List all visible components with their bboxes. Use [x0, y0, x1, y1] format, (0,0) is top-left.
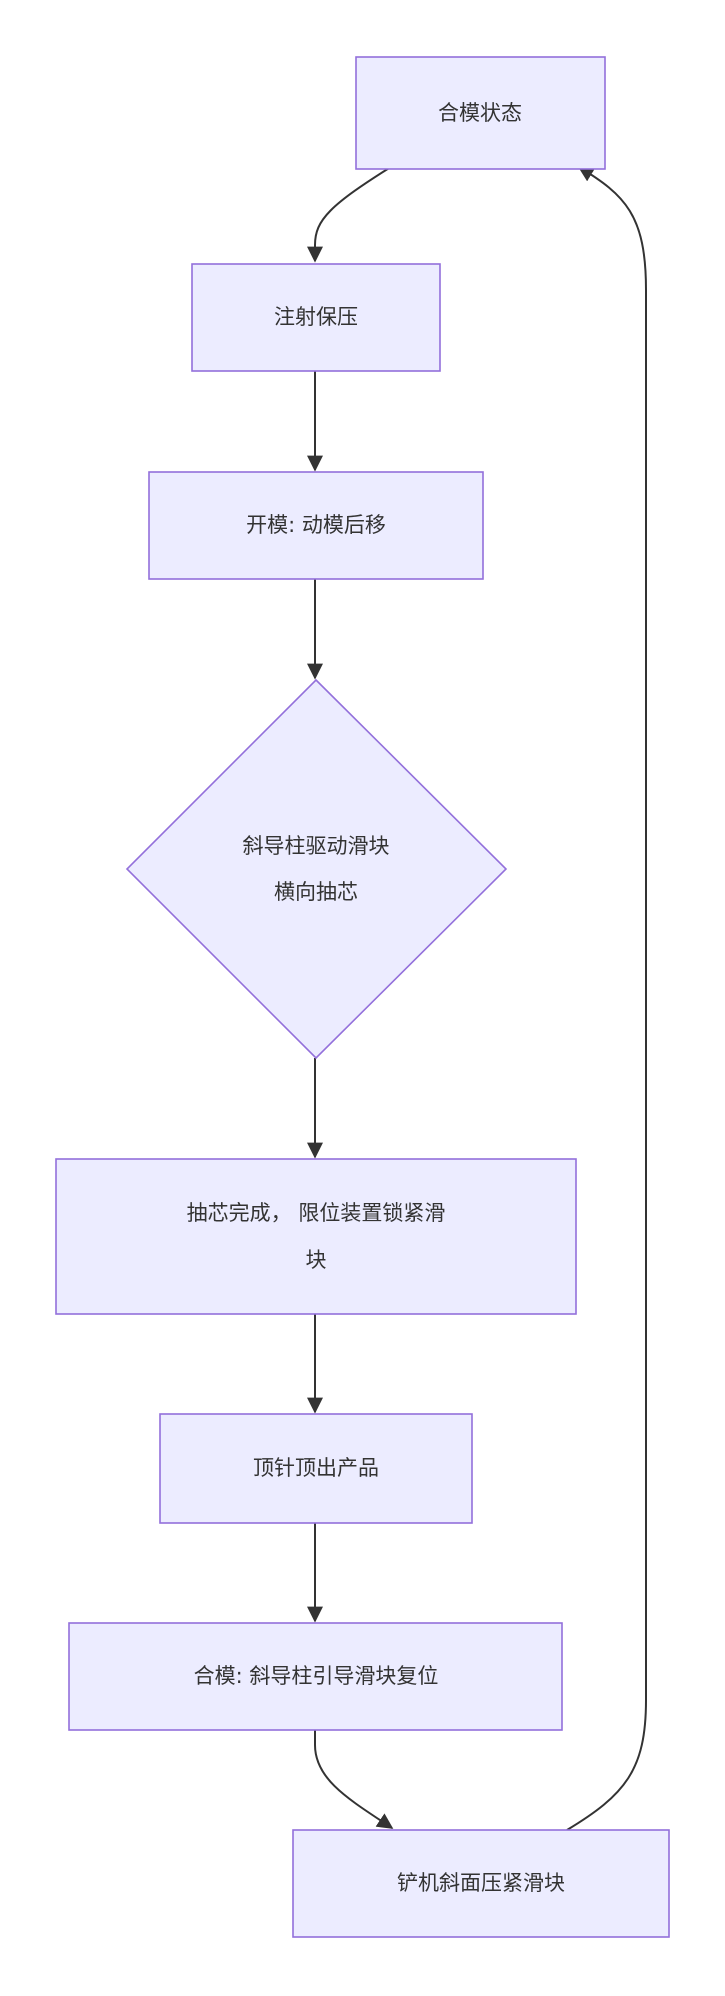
node-label: 合模: 斜导柱引导滑块复位	[194, 1664, 439, 1688]
node-eject-product: 顶针顶出产品	[159, 1413, 473, 1524]
node-label-line2: 块	[306, 1248, 327, 1272]
node-label-line2: 横向抽芯	[274, 880, 358, 904]
node-label: 开模: 动模后移	[246, 513, 386, 537]
node-label-line1: 斜导柱驱动滑块	[243, 834, 390, 858]
edge-heellock-to-closed	[566, 166, 647, 1831]
node-mold-open: 开模: 动模后移	[148, 471, 484, 580]
node-label: 注射保压	[274, 305, 358, 329]
node-label: 顶针顶出产品	[253, 1456, 379, 1480]
node-close-reset: 合模: 斜导柱引导滑块复位	[68, 1622, 563, 1731]
node-label: 铲机斜面压紧滑块	[397, 1871, 565, 1895]
edge-closereset-to-heellock	[314, 1730, 394, 1829]
node-decision-core-pull: 斜导柱驱动滑块 横向抽芯	[125, 678, 508, 1060]
node-heel-lock: 铲机斜面压紧滑块	[292, 1829, 670, 1938]
node-core-pull-done: 抽芯完成， 限位装置锁紧滑 块	[55, 1158, 577, 1315]
node-injection-hold: 注射保压	[191, 263, 441, 372]
node-label-line1: 抽芯完成， 限位装置锁紧滑	[187, 1201, 446, 1225]
node-closed-state: 合模状态	[355, 56, 606, 170]
node-label: 合模状态	[438, 101, 522, 125]
edge-closed-to-inject	[307, 164, 395, 263]
